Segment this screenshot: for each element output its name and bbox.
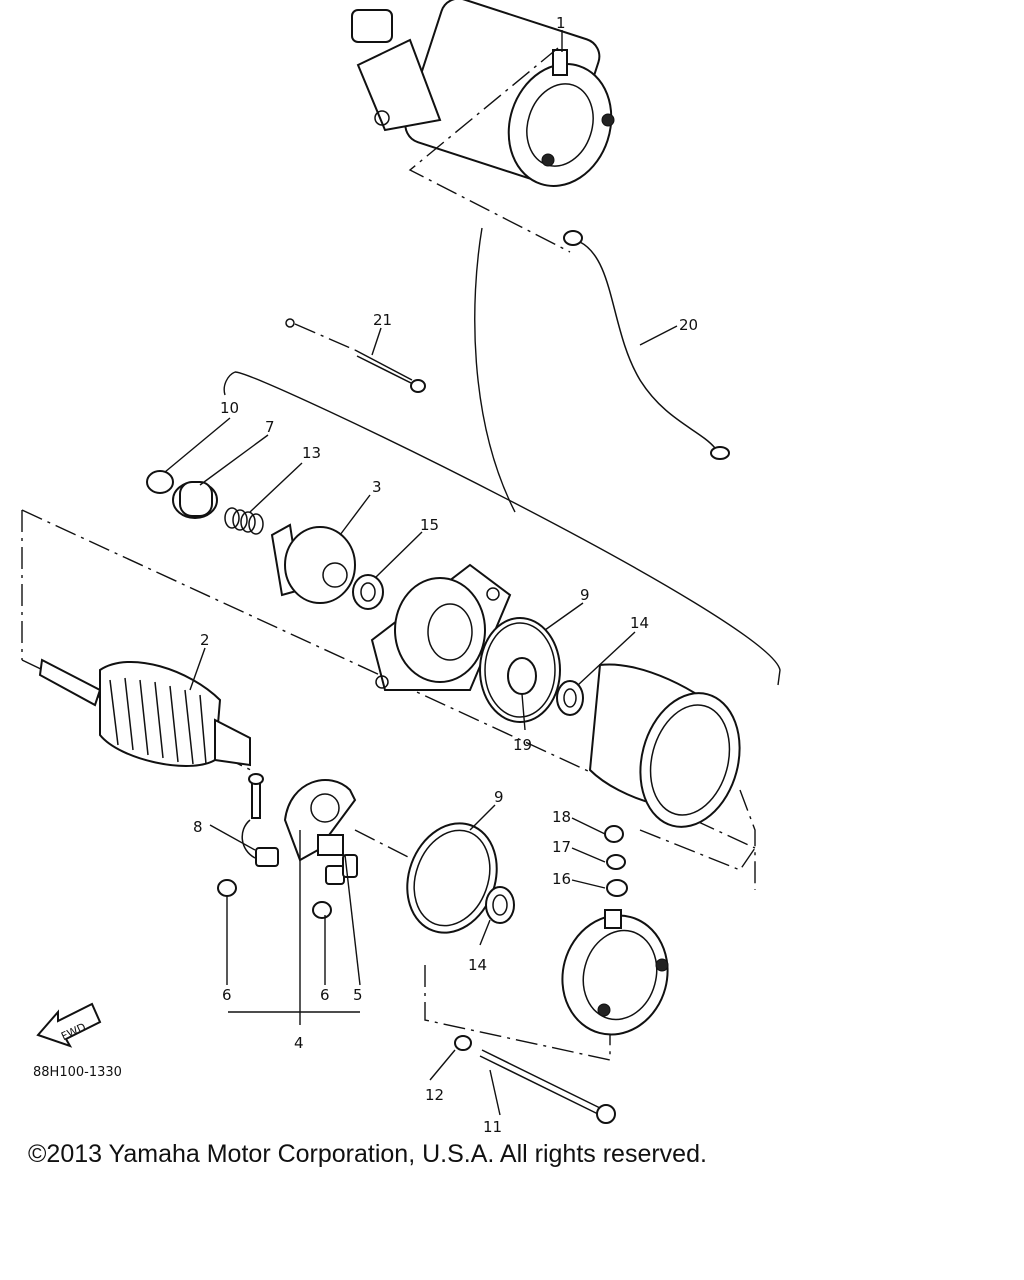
guide-lines — [21, 47, 781, 1061]
rod-21 — [285, 318, 426, 393]
callout-15: 15 — [420, 516, 439, 534]
through-bolt — [454, 1035, 616, 1124]
callout-5: 5 — [353, 986, 363, 1004]
callout-9a: 9 — [580, 586, 590, 604]
terminal-hardware — [604, 825, 628, 897]
callout-19: 19 — [513, 736, 532, 754]
diagram-code: 88H100-1330 — [33, 1065, 122, 1080]
fwd-arrow: FWD — [36, 1002, 102, 1048]
leader-lines — [164, 30, 678, 1116]
pinion-parts — [146, 470, 356, 604]
callout-3: 3 — [372, 478, 382, 496]
front-housing-parts — [352, 563, 584, 723]
callout-1: 1 — [556, 14, 566, 32]
callout-17: 17 — [552, 838, 571, 856]
callout-14a: 14 — [630, 614, 649, 632]
callout-4: 4 — [294, 1034, 304, 1052]
callout-20: 20 — [679, 316, 698, 334]
callout-13: 13 — [302, 444, 321, 462]
callout-16: 16 — [552, 870, 571, 888]
rear-seals — [406, 822, 515, 934]
callout-11: 11 — [483, 1118, 502, 1136]
callout-9b: 9 — [494, 788, 504, 806]
callout-18: 18 — [552, 808, 571, 826]
yoke — [588, 663, 741, 828]
callout-2: 2 — [200, 631, 210, 649]
callout-labels: 1 2 3 4 5 6 6 7 8 9 9 10 11 12 13 14 14 … — [193, 14, 698, 1136]
starter-motor-assembly — [351, 0, 615, 187]
lead-wire — [563, 230, 730, 460]
callout-12: 12 — [425, 1086, 444, 1104]
armature — [38, 658, 251, 767]
callout-7: 7 — [265, 418, 275, 436]
callout-10: 10 — [220, 399, 239, 417]
callout-21: 21 — [373, 311, 392, 329]
brush-holder — [217, 773, 358, 919]
callout-6a: 6 — [222, 986, 232, 1004]
callout-6b: 6 — [320, 986, 330, 1004]
callout-14b: 14 — [468, 956, 487, 974]
copyright-notice: ©2013 Yamaha Motor Corporation, U.S.A. A… — [28, 1140, 707, 1168]
callout-8: 8 — [193, 818, 203, 836]
rear-cover — [561, 909, 669, 1036]
